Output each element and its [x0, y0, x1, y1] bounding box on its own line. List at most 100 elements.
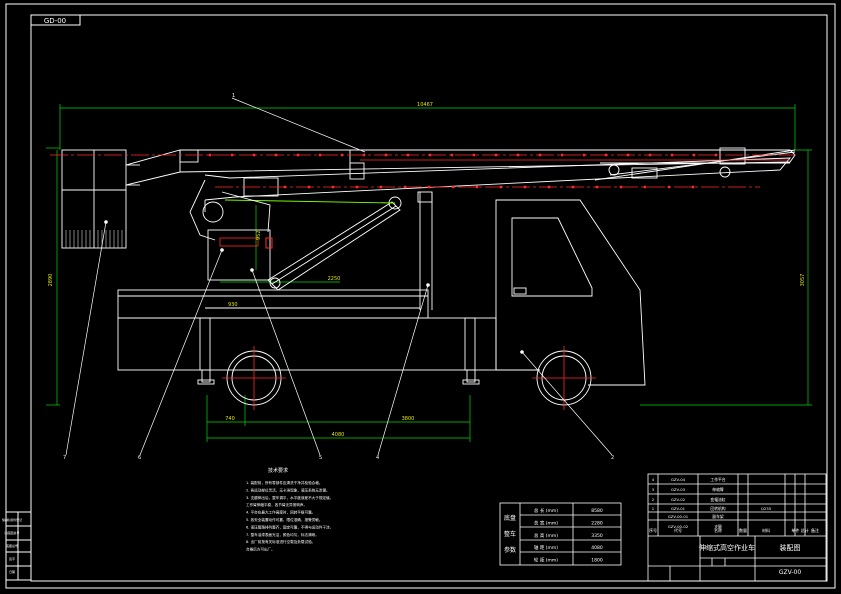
dimension-lines: [46, 104, 812, 442]
boom-hole: [472, 153, 476, 157]
specs-table-frame: [499, 502, 622, 566]
boom-hole: [355, 185, 359, 189]
boom-hole: [494, 153, 498, 157]
boom-hole: [714, 153, 718, 157]
turret-hatch: [219, 237, 259, 247]
bom-material: Q235: [761, 506, 772, 511]
boom-hole: [516, 153, 520, 157]
dim-wheelbase: 4080: [332, 432, 345, 438]
boom-hole: [362, 153, 366, 157]
note-line: 合格后方可出厂。: [246, 547, 275, 552]
notes-heading: 技术要求: [268, 467, 288, 474]
work-platform-bucket: [61, 149, 140, 249]
note-line: 工作臂伸缩平稳，各节臂无异常响声。: [246, 502, 307, 507]
spec-name: 轮 距 (mm): [534, 557, 558, 564]
title-block-frame: [647, 473, 827, 582]
boom-hole: [547, 185, 551, 189]
boom-hole: [604, 153, 608, 157]
boom-hole: [230, 153, 234, 157]
bom-no: 4: [652, 477, 655, 482]
bom-name: 伸缩臂: [712, 487, 724, 492]
bom-code: GZV-00-02: [668, 524, 689, 529]
boom-hole: [384, 153, 388, 157]
spec-name: 总 长 (mm): [534, 507, 558, 514]
boom-hole: [307, 185, 311, 189]
bom-header-name: 名称: [714, 527, 722, 533]
bom-name: 回转机构: [710, 506, 725, 511]
boom-hole: [475, 185, 479, 189]
spec-value: 1800: [591, 558, 603, 564]
boom-hole: [626, 153, 630, 157]
drawing-view: 装配图: [780, 543, 801, 552]
boom-hole: [691, 185, 695, 189]
left-strip-label: 借(通)用件登记: [2, 517, 22, 522]
bom-header-remark: 备注: [811, 527, 819, 533]
note-line: 6. 液压管路排列整齐，固定可靠，不得与运动件干涉。: [246, 524, 333, 529]
callout-4: 4: [376, 455, 379, 461]
spec-value: 8580: [591, 508, 603, 514]
bom-no: 3: [652, 487, 655, 492]
callout-7: 7: [63, 455, 66, 461]
bom-no: 2: [652, 497, 655, 502]
left-strip-label: 底图总号: [6, 543, 18, 548]
spec-value: 3350: [591, 533, 603, 539]
boom-holes: [208, 153, 718, 189]
bom-header-qty: 数量: [739, 527, 747, 533]
bom-code: GZV-01: [671, 506, 686, 511]
id-box: [30, 14, 81, 26]
telescopic-boom: [125, 147, 796, 241]
callout-5: 5: [319, 455, 322, 461]
turret: [202, 191, 433, 310]
boom-hole: [427, 185, 431, 189]
drawing-number: GZV-00: [779, 569, 801, 576]
dim-bucket-height: 2890: [48, 274, 54, 287]
dim-cyl: 2250: [328, 276, 341, 282]
dim-boom: 952: [256, 230, 262, 240]
luffing-cylinder: [224, 196, 402, 291]
boom-hole: [450, 153, 454, 157]
boom-hole: [208, 153, 212, 157]
boom-hole: [582, 153, 586, 157]
boom-hole: [428, 153, 432, 157]
left-strip-label: 旧底图总号: [4, 530, 19, 535]
callout-2: 2: [611, 455, 614, 461]
boom-hole: [252, 153, 256, 157]
note-line: 3. 支腿伸出后，整车调平，水平度误差不大于规定值。: [246, 495, 333, 500]
boom-hole: [274, 153, 278, 157]
bom-name: 变幅油缸: [710, 497, 725, 502]
bom-name: 副车架: [712, 514, 724, 519]
callout-6: 6: [138, 455, 141, 461]
boom-hole: [692, 153, 696, 157]
bom-code: GZV-00-01: [668, 514, 689, 519]
note-line: 4. 平台在最大工作高度时，回转平稳可靠。: [246, 510, 315, 515]
bom-header: 序号代号名称数量材料单件 总计备注: [649, 527, 819, 533]
bucket-hatch: [65, 230, 123, 248]
spec-value: 2280: [591, 520, 603, 526]
dim-small: 930: [228, 302, 238, 308]
specs-group-label: 整车: [504, 530, 516, 538]
specs-group-label: 底盘: [504, 514, 516, 522]
bom-no: 1: [652, 506, 655, 511]
boom-hole: [340, 153, 344, 157]
note-line: 5. 各安全装置动作可靠，限位准确，报警灵敏。: [246, 517, 322, 522]
bom-header-mat: 材料: [762, 527, 770, 533]
bom-header-weight: 单件 总计: [791, 527, 808, 533]
bom-code: GZV-03: [671, 487, 686, 492]
bom-header-no: 序号: [649, 527, 657, 533]
id-box-text: GD-00: [44, 17, 66, 25]
dim-mid-span: 3800: [402, 416, 415, 422]
note-line: 8. 出厂前按有关标准进行空载及负载试验。: [246, 539, 315, 544]
inner-frame: [30, 14, 828, 582]
boom-hole: [379, 185, 383, 189]
drawing-title: 伸缩式高空作业车: [699, 543, 755, 552]
bom-code: GZV-02: [671, 497, 686, 502]
boom-hole: [560, 153, 564, 157]
boom-hole: [331, 185, 335, 189]
note-line: 2. 各运动部位灵活，无卡滞现象，液压系统无渗漏。: [246, 487, 330, 492]
spec-value: 4080: [591, 545, 603, 551]
